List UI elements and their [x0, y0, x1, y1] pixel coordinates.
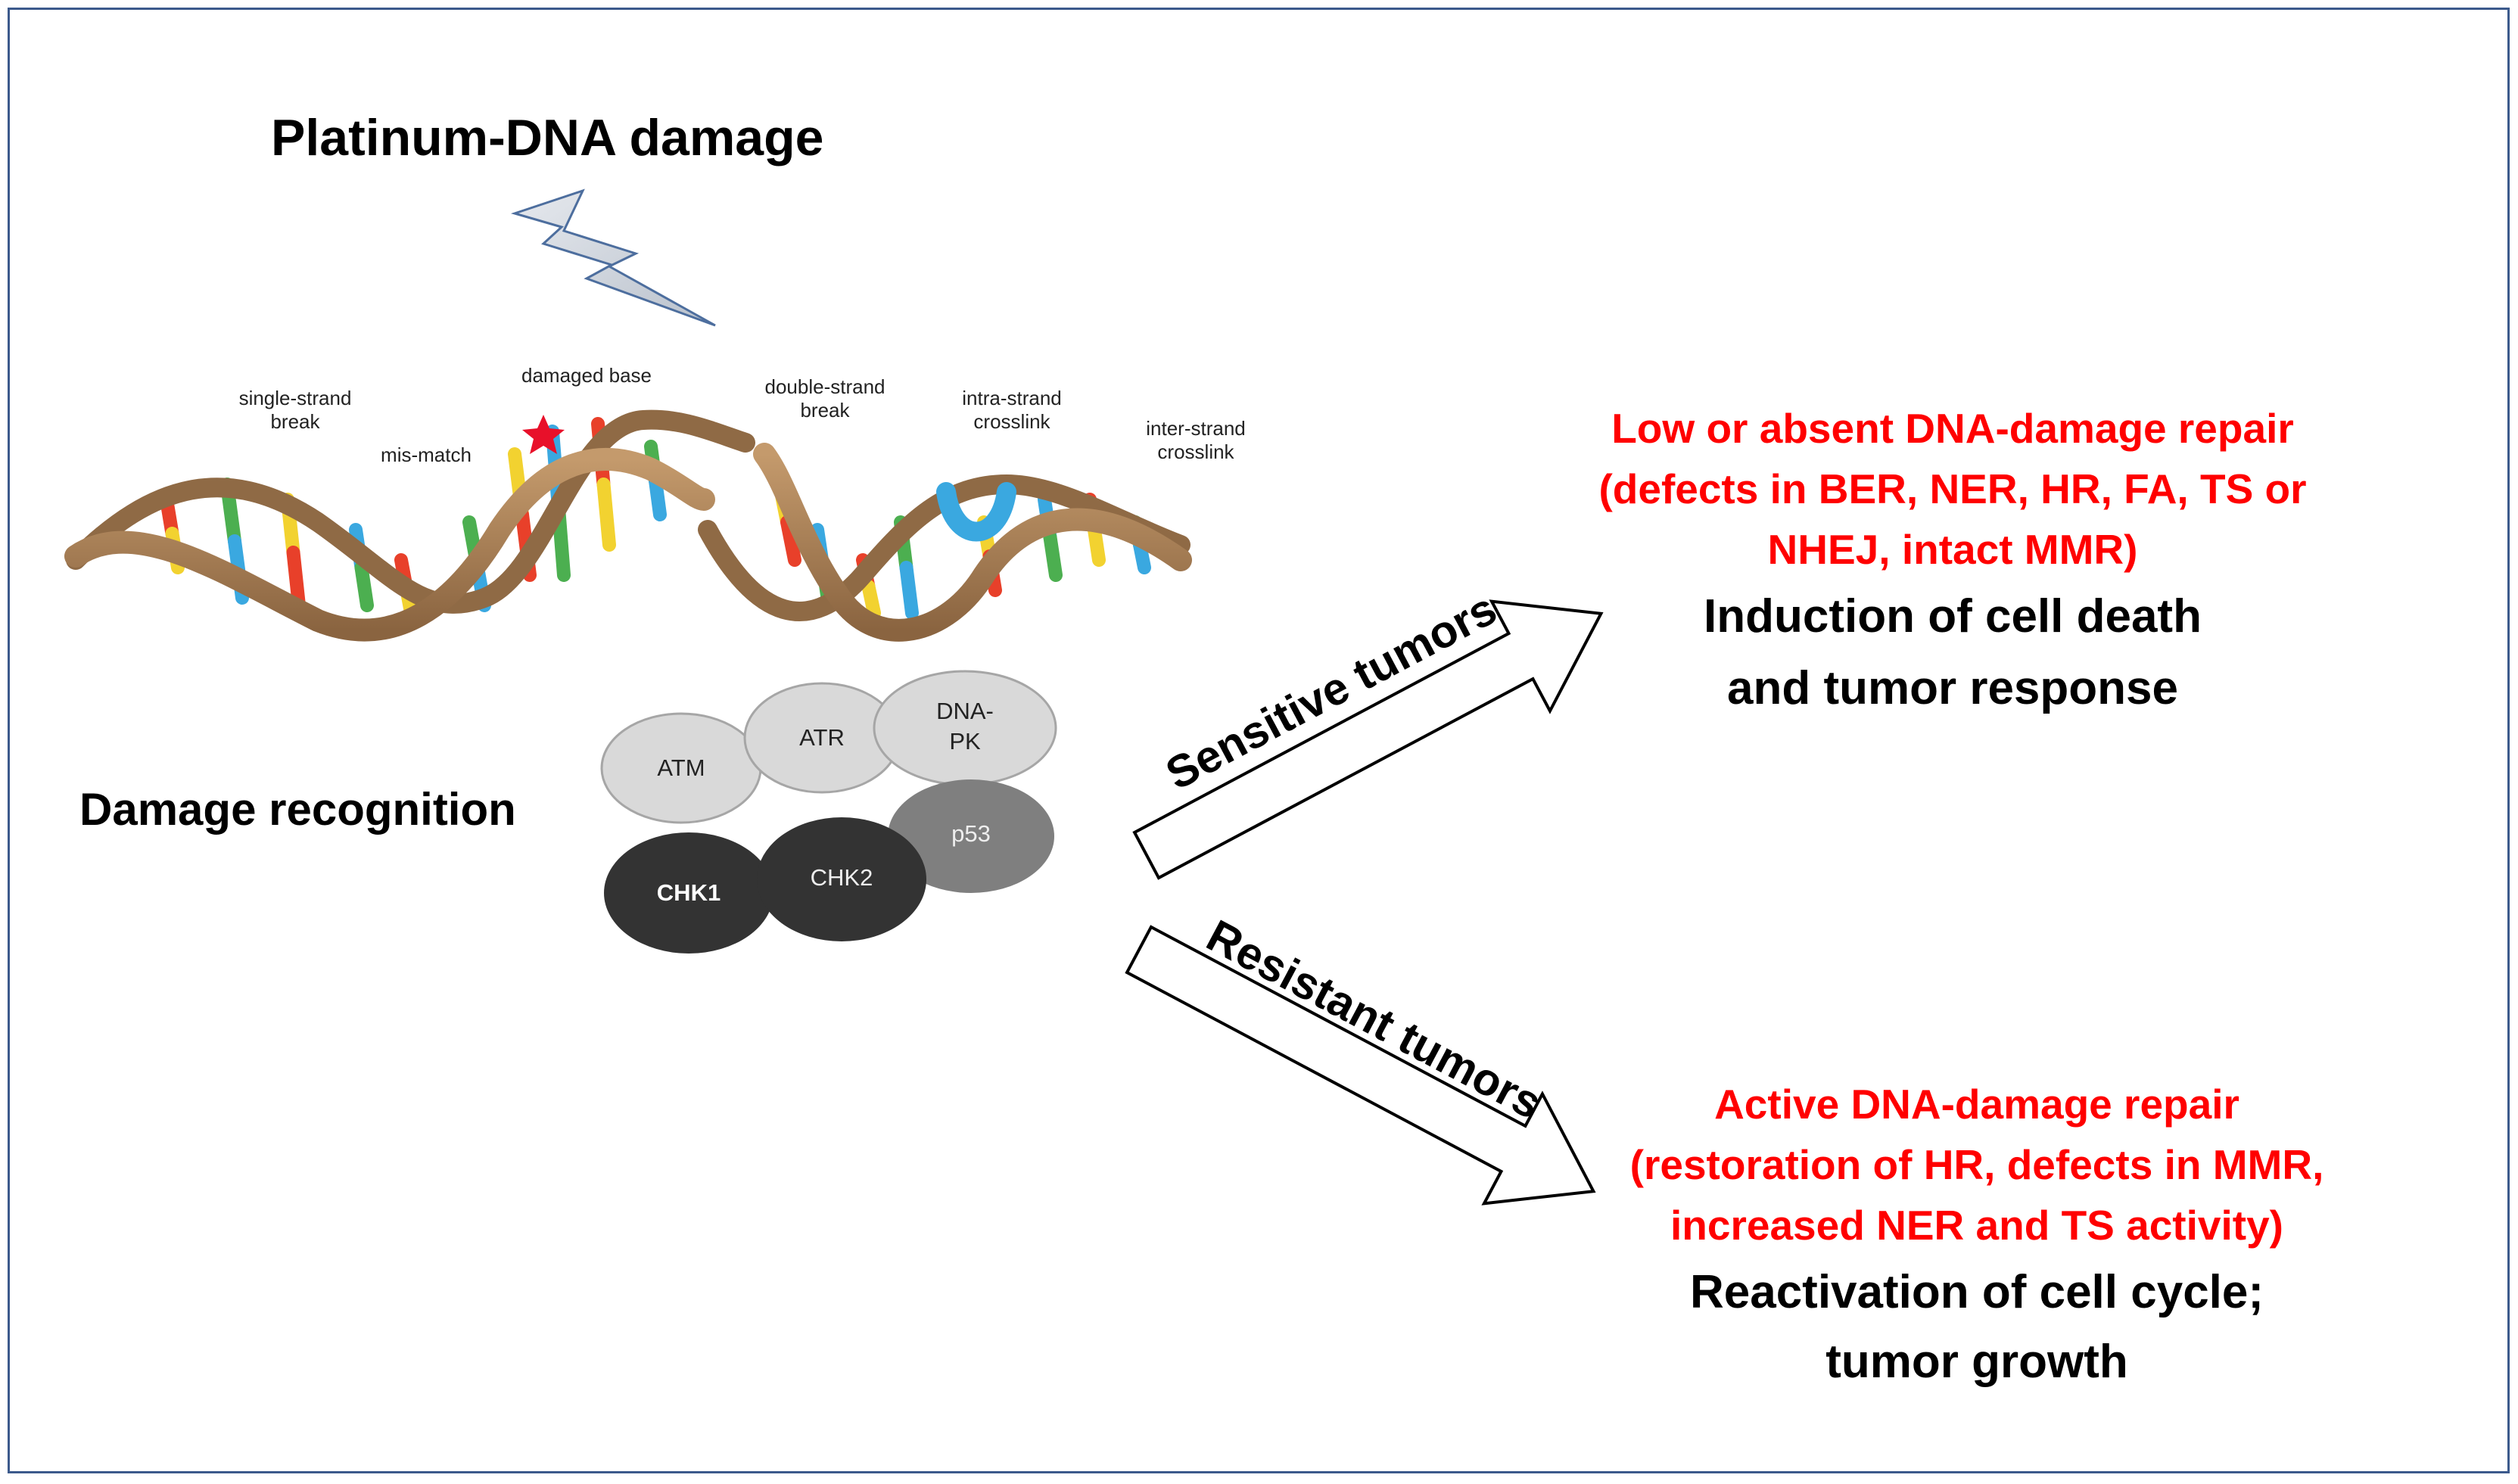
dna-base — [899, 561, 919, 620]
protein-chk2-label: CHK2 — [811, 864, 873, 891]
protein-chk1-label: CHK1 — [657, 879, 721, 906]
damaged-base-star-icon — [522, 415, 565, 454]
protein-dna-pk-label-1: DNA- — [936, 698, 994, 724]
sensitive-repair-line-3: NHEJ, intact MMR) — [1768, 526, 2138, 573]
label-single-strand-break-2: break — [270, 410, 320, 433]
label-intra-strand-crosslink-2: crosslink — [973, 410, 1050, 433]
resistant-outcome-line-2: tumor growth — [1825, 1336, 2128, 1388]
sensitive-outcome-line-1: Induction of cell death — [1704, 590, 2202, 642]
sensitive-outcome-line-2: and tumor response — [1727, 662, 2178, 714]
protein-p53 — [888, 779, 1054, 893]
intra-strand-crosslink-mark — [936, 482, 1016, 542]
label-double-strand-break-2: break — [800, 399, 850, 422]
resistant-repair-line-2: (restoration of HR, defects in MMR, — [1630, 1141, 2324, 1188]
lightning-bolt-icon — [510, 188, 716, 327]
figure-title: Platinum-DNA damage — [271, 109, 823, 166]
protein-atm-label: ATM — [657, 754, 705, 781]
dna-base — [649, 474, 667, 521]
label-damaged-base: damaged base — [521, 364, 652, 387]
label-inter-strand-crosslink-2: crosslink — [1157, 440, 1234, 463]
label-double-strand-break-1: double-strand — [765, 375, 886, 398]
resistant-repair-line-3: increased NER and TS activity) — [1670, 1202, 2283, 1249]
dna-strand-front-2 — [753, 443, 1192, 642]
sensitive-repair-line-1: Low or absent DNA-damage repair — [1611, 405, 2294, 452]
dna-base — [1133, 538, 1151, 574]
label-inter-strand-crosslink-1: inter-strand — [1146, 417, 1246, 440]
protein-chk1 — [604, 832, 773, 954]
dna-base — [861, 580, 881, 620]
dna-base — [1088, 523, 1106, 567]
resistant-repair-line-1: Active DNA-damage repair — [1714, 1081, 2239, 1128]
resistant-outcome-block: Active DNA-damage repair (restoration of… — [1630, 1081, 2324, 1388]
dna-lesion-labels: single-strand break mis-match damaged ba… — [239, 364, 1246, 466]
dna-base — [596, 478, 616, 552]
label-single-strand-break-1: single-strand — [239, 387, 352, 409]
sensitive-repair-line-2: (defects in BER, NER, HR, FA, TS or — [1598, 465, 2306, 512]
dna-base — [354, 561, 374, 612]
dna-strand-front — [64, 448, 715, 642]
figure-frame — [8, 8, 2510, 1473]
resistant-tumors-arrow — [1125, 925, 1596, 1206]
protein-atr-label: ATR — [799, 724, 845, 751]
sensitive-outcome-block: Low or absent DNA-damage repair (defects… — [1598, 405, 2306, 714]
protein-chk2 — [757, 817, 926, 941]
protein-dna-pk-label-2: PK — [949, 728, 981, 754]
dna-base — [780, 515, 801, 567]
dna-base — [1043, 530, 1063, 582]
dna-base — [286, 546, 306, 612]
label-mis-match: mis-match — [381, 443, 472, 466]
protein-p53-label: p53 — [951, 820, 991, 847]
damage-recognition-label: Damage recognition — [79, 784, 516, 835]
label-intra-strand-crosslink-1: intra-strand — [962, 387, 1062, 409]
dna-strand-back — [66, 409, 755, 614]
sensitive-tumors-arrow — [1132, 599, 1604, 880]
dna-strand-back-2 — [698, 474, 1191, 621]
dna-double-helix — [64, 409, 1192, 642]
resistant-outcome-line-1: Reactivation of cell cycle; — [1690, 1266, 2264, 1318]
sensor-protein-complex: ATM ATR DNA- PK p53 CHK1 CHK2 — [600, 670, 1057, 954]
